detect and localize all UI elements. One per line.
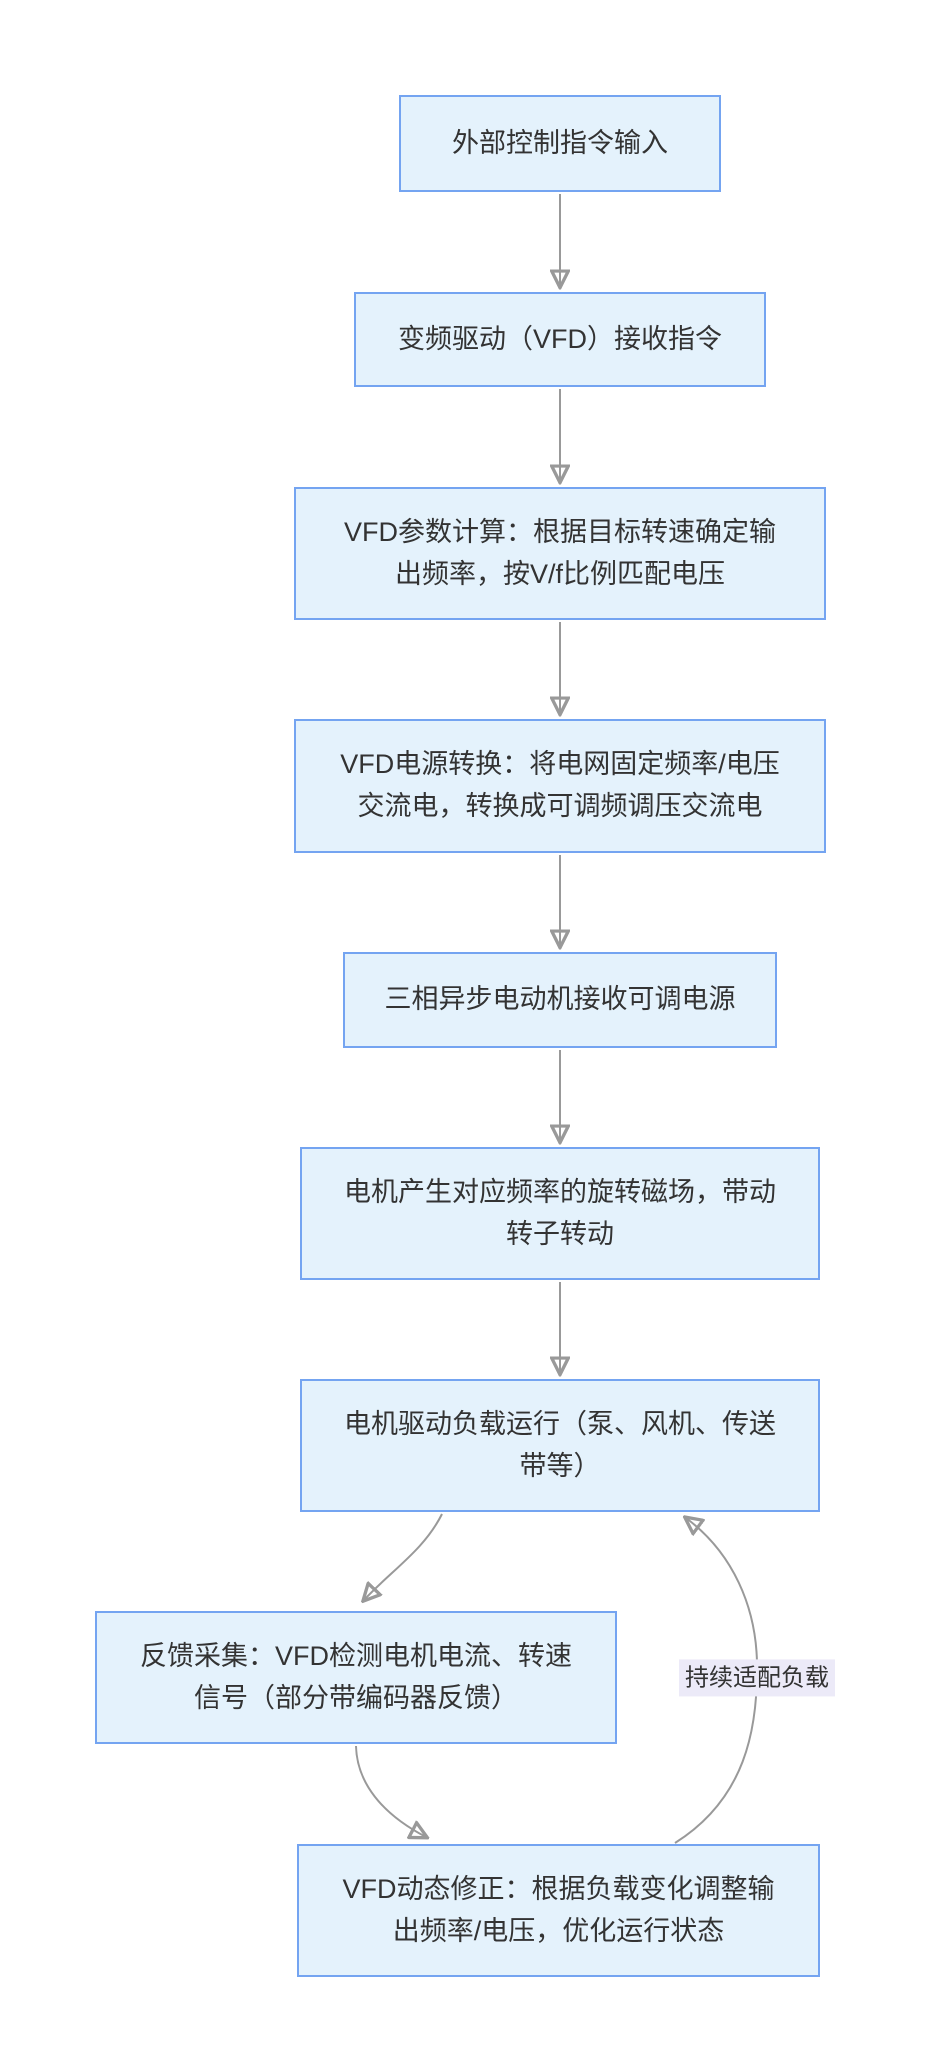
node-rotating-magnetic-field: 电机产生对应频率的旋转磁场，带动 转子转动 [300,1147,820,1280]
node-motor-receive-power: 三相异步电动机接收可调电源 [343,952,777,1048]
edge-g-h [364,1513,443,1600]
edge-h-i [355,1745,426,1837]
edge-label-continuous-load-adaptation: 持续适配负载 [679,1659,835,1697]
node-motor-drives-load: 电机驱动负载运行（泵、风机、传送 带等） [300,1379,820,1512]
node-vfd-power-conversion: VFD电源转换：将电网固定频率/电压 交流电，转换成可调频调压交流电 [294,719,826,853]
node-feedback-collection: 反馈采集：VFD检测电机电流、转速 信号（部分带编码器反馈） [95,1611,617,1744]
node-external-command-input: 外部控制指令输入 [399,95,721,192]
node-vfd-parameter-calculation: VFD参数计算：根据目标转速确定输 出频率，按V/f比例匹配电压 [294,487,826,620]
node-vfd-receive-command: 变频驱动（VFD）接收指令 [354,292,766,387]
node-vfd-dynamic-correction: VFD动态修正：根据负载变化调整输 出频率/电压，优化运行状态 [297,1844,820,1977]
